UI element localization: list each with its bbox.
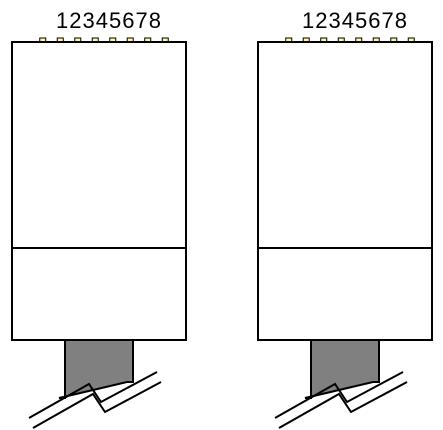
cable-jacket [304,339,380,399]
cable-a [28,339,162,429]
plug-upper-body [11,41,187,249]
plug-upper-body [257,41,433,249]
cable-break-line [28,371,158,419]
pin-numbers-b: 12345678 [302,8,408,33]
plug-lower-body [257,247,433,341]
rj45-connector-b: 12345678 [257,8,433,429]
plug-body-b [257,41,433,341]
cable-break-line [274,371,404,419]
pin-numbers-a: 12345678 [56,8,162,33]
cable-jacket [58,339,134,399]
cable-break-line [278,381,408,429]
cable-b [274,339,408,429]
plug-lower-body [11,247,187,341]
cable-break-line [32,381,162,429]
rj45-connector-a: 12345678 [11,8,187,429]
plug-body-a [11,41,187,341]
